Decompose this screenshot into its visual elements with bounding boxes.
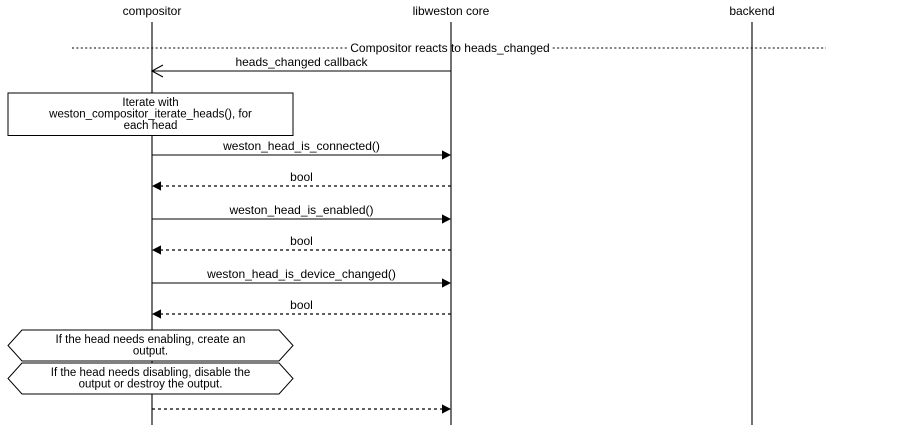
lifelines-group: compositor libweston core backend	[123, 4, 775, 425]
message-3[interactable]: weston_head_is_enabled()	[152, 203, 451, 224]
message-5[interactable]: weston_head_is_device_changed()	[152, 267, 451, 288]
divider-label: Compositor reacts to heads_changed	[350, 41, 549, 55]
note-line-enable-condition-note-1: output.	[133, 346, 168, 358]
message-label-2: bool	[290, 170, 313, 184]
message-arrowhead-4	[152, 245, 161, 255]
message-1[interactable]: weston_head_is_connected()	[152, 139, 451, 160]
message-arrowhead-6	[152, 309, 161, 319]
message-arrowhead-2	[152, 181, 161, 191]
note-line-iterate-note-1: weston_compositor_iterate_heads(), for	[48, 109, 252, 121]
message-arrowhead-7	[442, 404, 451, 414]
lifeline-label-compositor: compositor	[123, 4, 182, 18]
message-label-3: weston_head_is_enabled()	[228, 203, 373, 217]
message-arrowhead-1	[442, 150, 451, 160]
note-iterate-note[interactable]: Iterate withweston_compositor_iterate_he…	[7, 92, 294, 136]
note-line-disable-condition-note-1: output or destroy the output.	[79, 379, 223, 391]
lifeline-label-backend: backend	[729, 4, 774, 18]
message-arrowhead-3	[442, 214, 451, 224]
message-label-6: bool	[290, 298, 313, 312]
message-2[interactable]: bool	[152, 170, 451, 191]
note-enable-condition-note[interactable]: If the head needs enabling, create anout…	[7, 329, 294, 362]
section-divider-group: Compositor reacts to heads_changed	[72, 41, 826, 55]
note-shape-disable-condition-note	[7, 362, 294, 395]
message-7[interactable]	[152, 404, 451, 414]
message-0[interactable]: heads_changed callback	[150, 55, 451, 78]
note-shape-iterate-note	[7, 92, 294, 136]
message-label-1: weston_head_is_connected()	[222, 139, 380, 153]
lifeline-libweston-core[interactable]: libweston core	[413, 4, 490, 425]
message-4[interactable]: bool	[152, 234, 451, 255]
message-label-5: weston_head_is_device_changed()	[206, 267, 396, 281]
lifeline-label-libweston-core: libweston core	[413, 4, 490, 18]
note-line-iterate-note-0: Iterate with	[122, 97, 178, 109]
section-divider: Compositor reacts to heads_changed	[72, 41, 826, 55]
message-arrowhead-0	[150, 64, 164, 78]
message-label-4: bool	[290, 234, 313, 248]
note-shape-enable-condition-note	[7, 329, 294, 362]
message-label-0: heads_changed callback	[235, 55, 368, 69]
message-arrowhead-5	[442, 278, 451, 288]
messages-group: heads_changed callback weston_head_is_con…	[150, 55, 451, 414]
note-line-enable-condition-note-0: If the head needs enabling, create an	[56, 334, 246, 346]
lifeline-compositor[interactable]: compositor	[123, 4, 182, 425]
message-6[interactable]: bool	[152, 298, 451, 319]
note-disable-condition-note[interactable]: If the head needs disabling, disable the…	[7, 362, 294, 395]
notes-group: Iterate withweston_compositor_iterate_he…	[7, 92, 294, 395]
lifeline-backend[interactable]: backend	[729, 4, 775, 425]
note-line-disable-condition-note-0: If the head needs disabling, disable the	[51, 367, 250, 379]
note-line-iterate-note-2: each head	[124, 120, 178, 132]
